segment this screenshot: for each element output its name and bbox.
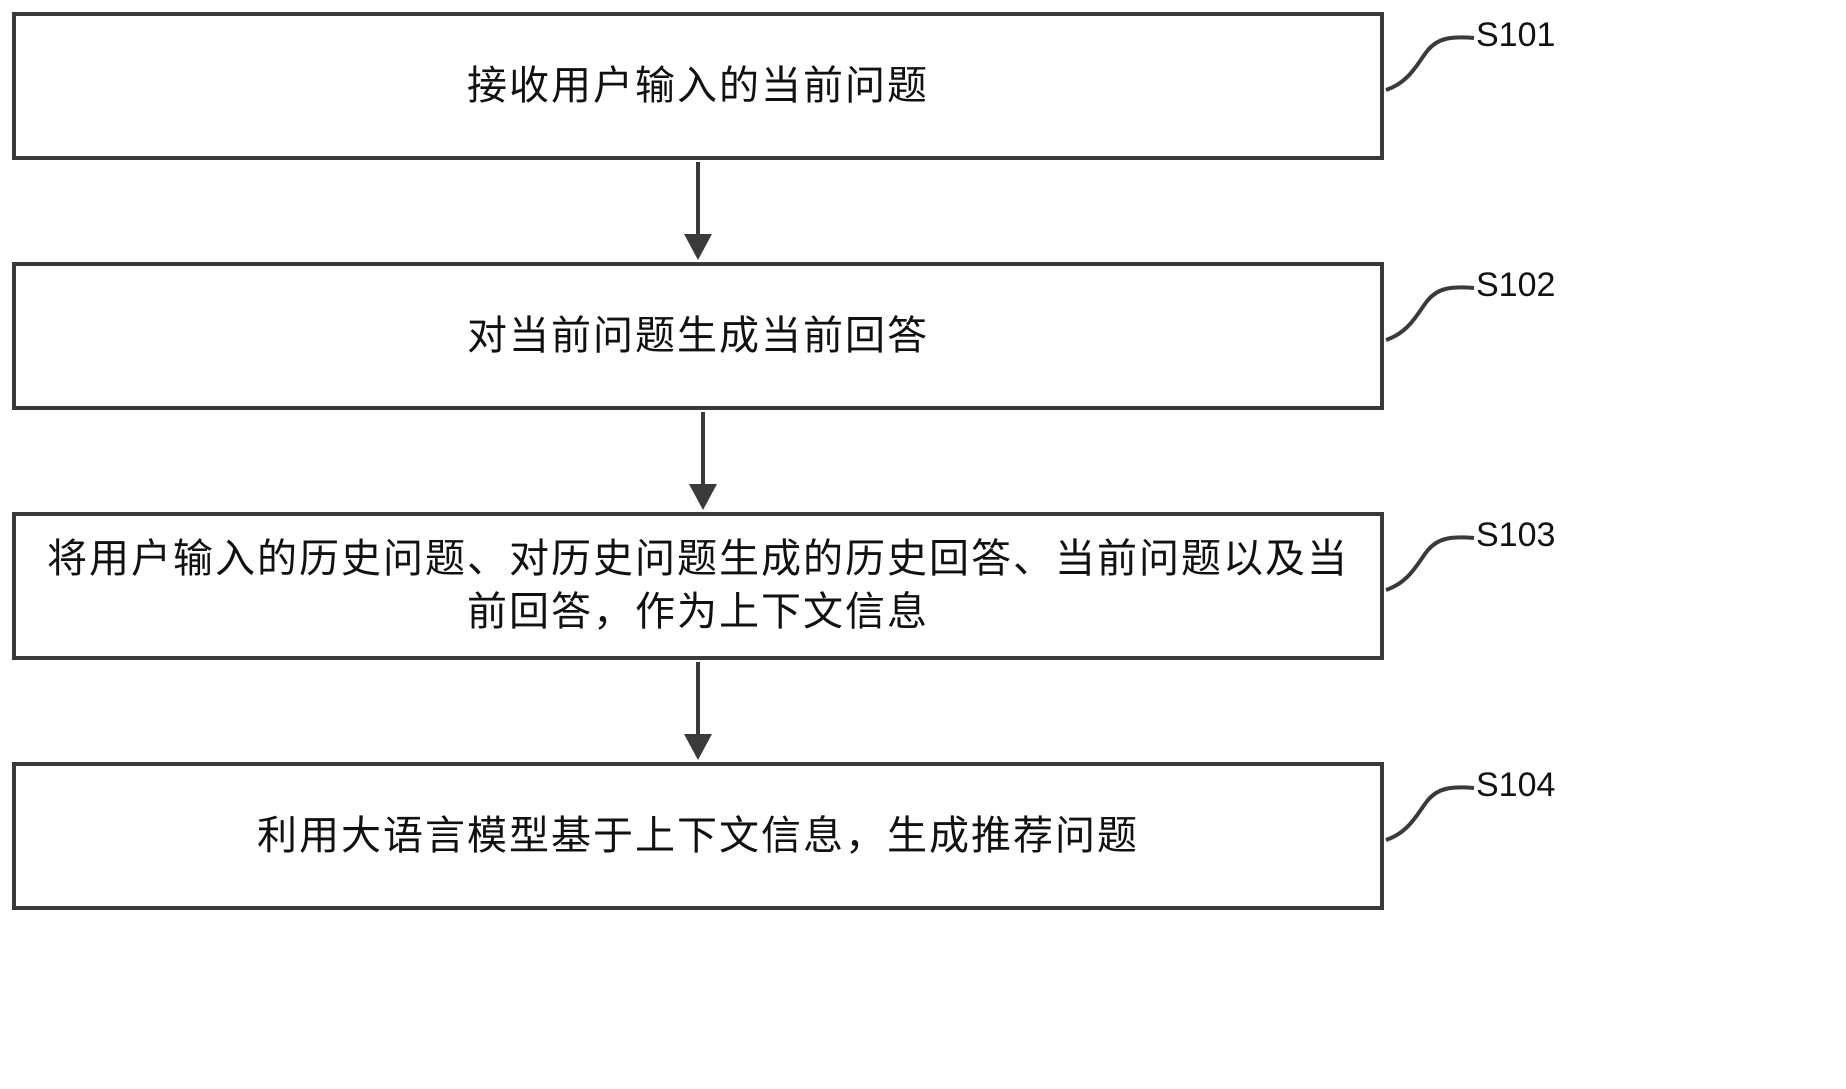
flowchart: 接收用户输入的当前问题 对当前问题生成当前回答 将用户输入的历史问题、对历史问题…	[12, 12, 1556, 910]
leader-s101	[1385, 35, 1475, 92]
arrow-s103-s104	[684, 662, 712, 760]
step-text-s102: 对当前问题生成当前回答	[467, 312, 929, 359]
step-box-s103: 将用户输入的历史问题、对历史问题生成的历史回答、当前问题以及当前回答，作为上下文…	[12, 512, 1384, 660]
arrow-s101-s102	[684, 162, 712, 260]
step-label-s103: S103	[1476, 516, 1556, 554]
step-label-s101: S101	[1476, 16, 1556, 54]
step-box-s101: 接收用户输入的当前问题	[12, 12, 1384, 160]
connectors-layer	[684, 35, 1475, 842]
leader-s102	[1385, 285, 1475, 342]
leader-s103	[1385, 535, 1475, 592]
step-text-s104: 利用大语言模型基于上下文信息，生成推荐问题	[257, 812, 1139, 859]
step-label-s104: S104	[1476, 766, 1556, 804]
step-text-s103: 将用户输入的历史问题、对历史问题生成的历史回答、当前问题以及当前回答，作为上下文…	[47, 536, 1349, 635]
step-box-s102: 对当前问题生成当前回答	[12, 262, 1384, 410]
arrow-s102-s103	[689, 412, 717, 510]
step-label-s102: S102	[1476, 266, 1556, 304]
leader-s104	[1385, 785, 1475, 842]
step-box-s104: 利用大语言模型基于上下文信息，生成推荐问题	[12, 762, 1384, 910]
step-text-s101: 接收用户输入的当前问题	[467, 62, 929, 109]
